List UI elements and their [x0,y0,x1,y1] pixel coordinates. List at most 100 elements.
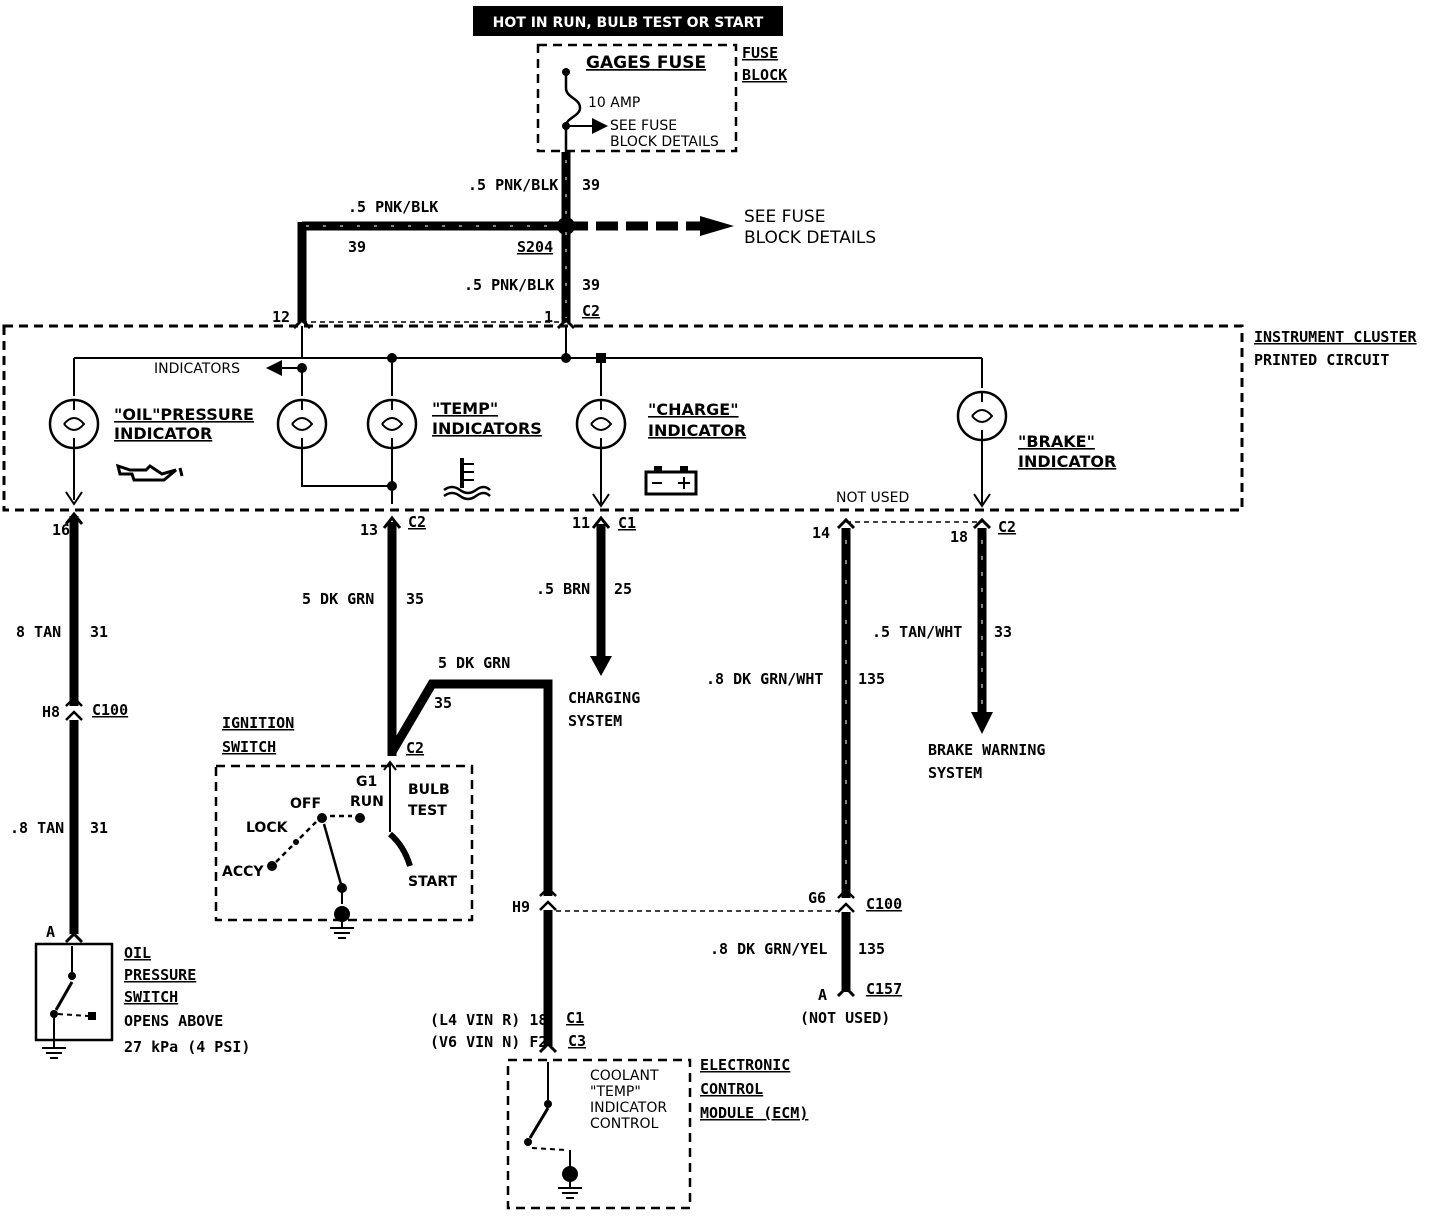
oil-can-icon [115,463,184,482]
ecm-label-1: ELECTRONIC [700,1056,790,1074]
brake-indicator-label-2: INDICATOR [1018,452,1116,471]
charge-conn-c1: C1 [618,514,636,532]
instrument-cluster-box [2,324,1244,512]
charge-pin: 11 [572,514,590,532]
brake-conn-c2: C2 [998,518,1016,536]
nu-wire-circuit: 135 [858,670,885,688]
nu-pin-a: A [818,986,827,1004]
ecm-label-2: CONTROL [700,1080,763,1098]
nu-conn-c100: C100 [866,895,902,913]
ignition-ground-icon [330,906,354,939]
temp-conn-c2: C2 [408,513,426,531]
below-wire-circuit: 39 [582,276,600,294]
conn-c2-top: C2 [582,302,600,320]
oil-indicator-bulb [48,358,100,506]
ignition-title-2: SWITCH [222,738,276,756]
indicators-arrow-label: INDICATORS [154,361,240,377]
nu-conn-c157: C157 [866,980,902,998]
ignition-run: RUN [350,794,384,810]
oil-switch-label-2: PRESSURE [124,966,196,984]
oil-switch-label-3: SWITCH [124,988,178,1006]
coolant-label-2: "TEMP" [590,1084,641,1100]
see-fuse-details-2: BLOCK DETAILS [744,228,876,248]
nu-conn-g6: G6 [808,889,826,907]
left-wire-color: .5 PNK/BLK [348,198,438,216]
oil-switch-label-4: OPENS ABOVE [124,1012,223,1030]
pin-12: 12 [272,308,290,326]
ecm-ground-icon [558,1150,582,1199]
ignition-conn-c2: C2 [406,739,424,757]
oil-pin: 16 [52,521,70,539]
brake-pin: 18 [950,528,968,546]
fuse-rating: 10 AMP [588,95,640,111]
oil-wire-color-1: 8 TAN [16,623,61,641]
power-label: HOT IN RUN, BULB TEST OR START [493,15,764,31]
temp-pin: 13 [360,521,378,539]
brake-warning-2: SYSTEM [928,764,982,782]
oil-switch-label-1: OIL [124,944,151,962]
brake-indicator-label-1: "BRAKE" [1018,432,1095,451]
ignition-accy: ACCY [222,864,264,880]
top-wire-color: .5 PNK/BLK [468,176,558,194]
temp-indicator-bulb-1 [276,368,392,487]
charge-indicator-label-2: INDICATOR [648,421,746,440]
nu-wire-circuit-2: 135 [858,940,885,958]
ignition-title-1: IGNITION [222,714,294,732]
oil-indicator-label-2: INDICATOR [114,424,212,443]
nu-pin: 14 [812,524,830,542]
temp-wire-circuit-2: 35 [434,694,452,712]
temp-wire-circuit: 35 [406,590,424,608]
brake-indicator-bulb [956,358,1008,508]
cluster-title-2: PRINTED CIRCUIT [1254,351,1389,369]
ecm-box [506,1058,692,1210]
oil-conn-h8: H8 [42,703,60,721]
pin-1: 1 [544,308,553,326]
not-used-label: NOT USED [836,490,909,506]
charge-wire-color: .5 BRN [536,580,590,598]
ecm-v6-pin: (V6 VIN N) F2 [430,1033,547,1051]
top-wire-circuit: 39 [582,176,600,194]
ecm-conn-h9: H9 [512,898,530,916]
brake-wire-color: .5 TAN/WHT [872,623,962,641]
coolant-label-1: COOLANT [590,1068,659,1084]
oil-switch-pin-a: A [46,923,55,941]
temp-wire-color-2: 5 DK GRN [438,654,510,672]
nu-wire-color: .8 DK GRN/WHT [706,670,823,688]
battery-icon [644,466,698,496]
fuse-element [564,72,582,152]
ignition-lock: LOCK [246,820,289,836]
charging-system-2: SYSTEM [568,712,622,730]
oil-pressure-switch-box [34,942,114,1042]
temp-indicator-label-1: "TEMP" [432,399,498,418]
temp-wire-color: 5 DK GRN [302,590,374,608]
ignition-bulb: BULB [408,782,450,798]
fuse-block [536,43,738,153]
ignition-switch-box [214,764,474,922]
ecm-l4-pin: (L4 VIN R) 18 [430,1011,547,1029]
charge-indicator-bulb [575,358,627,508]
charging-system-1: CHARGING [568,689,640,707]
nu-wire-color-2: .8 DK GRN/YEL [710,940,827,958]
oil-conn-c100: C100 [92,701,128,719]
nu-not-used: (NOT USED) [800,1009,890,1027]
oil-switch-label-5: 27 kPa (4 PSI) [124,1038,250,1056]
ecm-label-3: MODULE (ECM) [700,1104,808,1122]
below-wire-color: .5 PNK/BLK [464,276,554,294]
ignition-start: START [408,874,458,890]
cluster-title-1: INSTRUMENT CLUSTER [1254,328,1418,346]
oil-wire-color-2: .8 TAN [10,819,64,837]
fuse-block-label-1: FUSE [742,44,778,62]
brake-warning-1: BRAKE WARNING [928,741,1045,759]
temp-indicator-bulb-2 [366,358,418,504]
power-label-box [473,6,783,36]
ecm-conn-c1: C1 [566,1009,584,1027]
fuse-name: GAGES FUSE [586,53,706,73]
oil-indicator-label-1: "OIL"PRESSURE [114,405,254,424]
fuse-block-label-2: BLOCK [742,66,787,84]
see-fuse-details-1: SEE FUSE [744,207,825,227]
ignition-test: TEST [408,803,447,819]
temp-gauge-icon [443,458,491,501]
ignition-g1: G1 [356,774,377,790]
coolant-label-3: INDICATOR [590,1100,667,1116]
